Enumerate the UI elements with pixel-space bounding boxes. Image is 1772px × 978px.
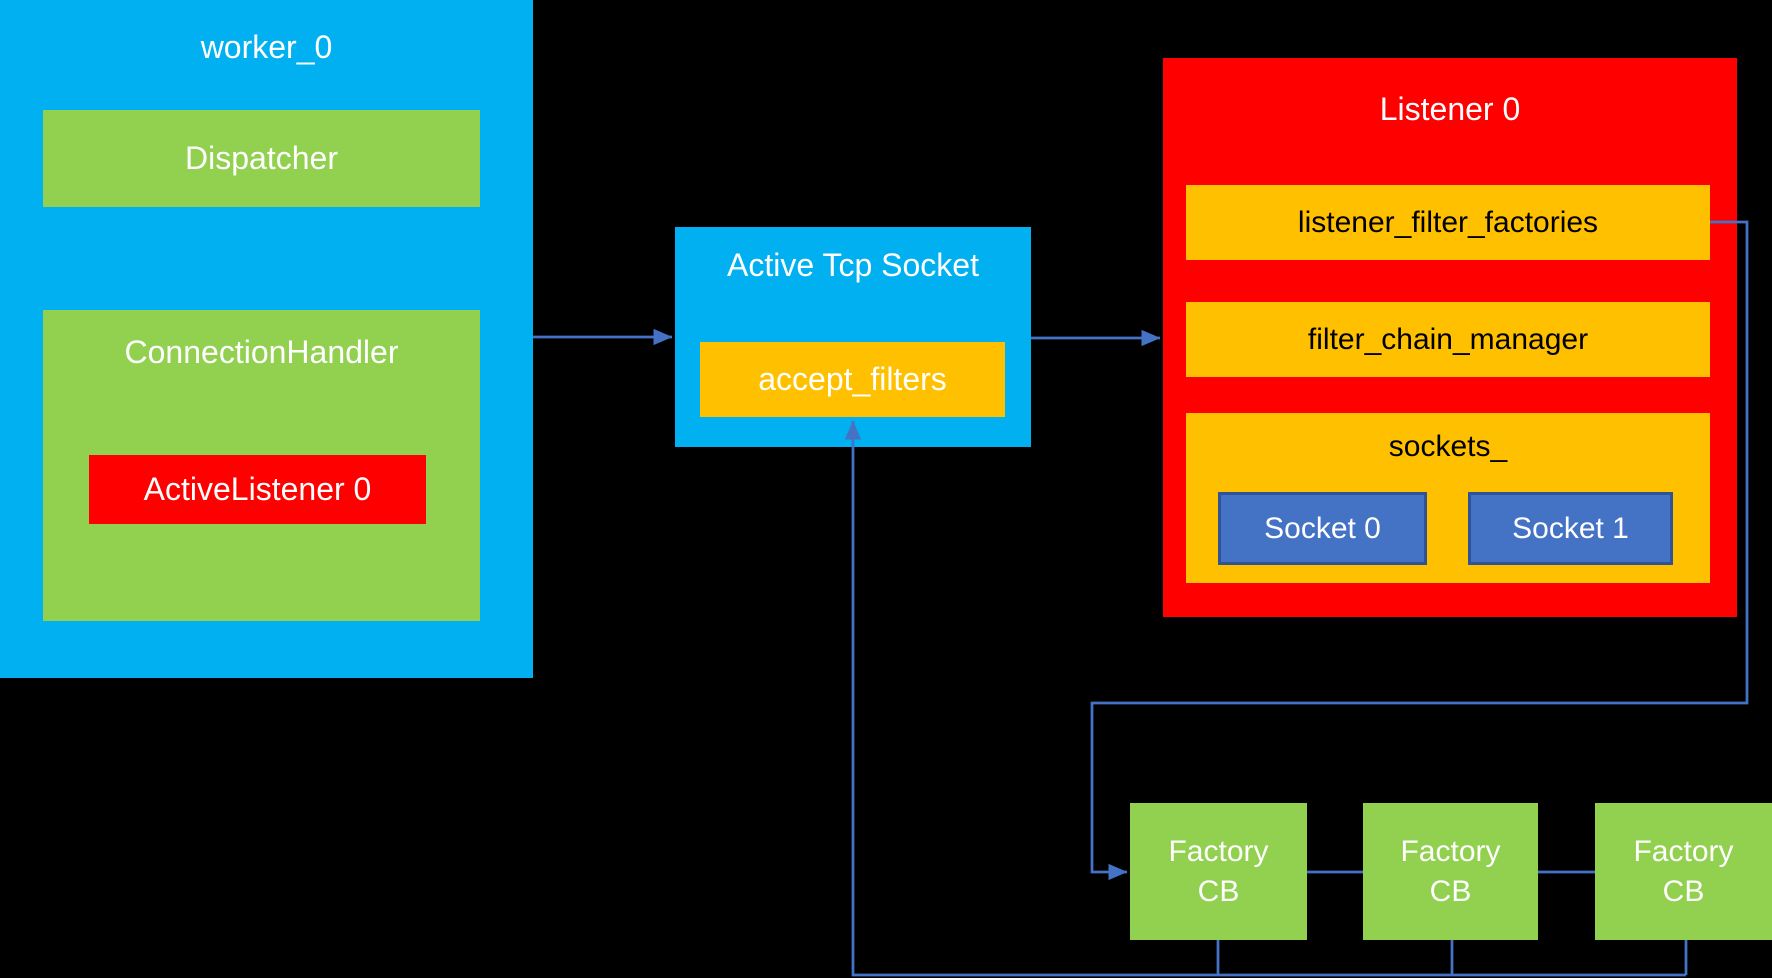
filter-chain-manager-label: filter_chain_manager	[1307, 322, 1589, 356]
factory-cb-2-line1: Factory	[1400, 834, 1501, 868]
active-tcp-socket-box: Active Tcp Socket accept_filters	[675, 227, 1031, 447]
listener-filter-factories-box: listener_filter_factories	[1186, 185, 1710, 260]
socket-0-label: Socket 0	[1264, 511, 1381, 545]
active-listener-box: ActiveListener 0	[89, 455, 426, 524]
sockets-title: sockets_	[1388, 430, 1508, 463]
listener-filter-factories-label: listener_filter_factories	[1297, 205, 1599, 239]
factory-cb-1-line1: Factory	[1168, 834, 1269, 868]
accept-filters-label: accept_filters	[758, 361, 947, 397]
filter-chain-manager-box: filter_chain_manager	[1186, 302, 1710, 377]
factory-cb-box-3: Factory CB	[1595, 803, 1772, 940]
socket-0-box: Socket 0	[1218, 492, 1427, 565]
active-tcp-socket-title: Active Tcp Socket	[727, 247, 979, 283]
factory-cb-2-line2: CB	[1429, 874, 1472, 908]
listener-0-box: Listener 0 listener_filter_factories fil…	[1163, 58, 1737, 617]
dispatcher-label: Dispatcher	[185, 140, 338, 176]
factory-cb-1-line2: CB	[1197, 874, 1240, 908]
sockets-box: sockets_ Socket 0 Socket 1	[1186, 413, 1710, 583]
factory-cb-3-line2: CB	[1662, 874, 1705, 908]
factory-cb-box-1: Factory CB	[1130, 803, 1307, 940]
worker-0-box: worker_0 Dispatcher ConnectionHandler Ac…	[0, 0, 533, 678]
listener-0-title: Listener 0	[1379, 91, 1521, 127]
connection-handler-box: ConnectionHandler ActiveListener 0	[43, 310, 480, 621]
socket-1-box: Socket 1	[1468, 492, 1673, 565]
accept-filters-box: accept_filters	[700, 342, 1005, 417]
factory-cb-3-line1: Factory	[1633, 834, 1734, 868]
factory-cb-box-2: Factory CB	[1363, 803, 1538, 940]
dispatcher-box: Dispatcher	[43, 110, 480, 207]
socket-1-label: Socket 1	[1512, 511, 1629, 545]
worker-0-title: worker_0	[200, 29, 333, 65]
active-listener-label: ActiveListener 0	[143, 471, 372, 507]
connection-handler-title: ConnectionHandler	[124, 334, 399, 370]
